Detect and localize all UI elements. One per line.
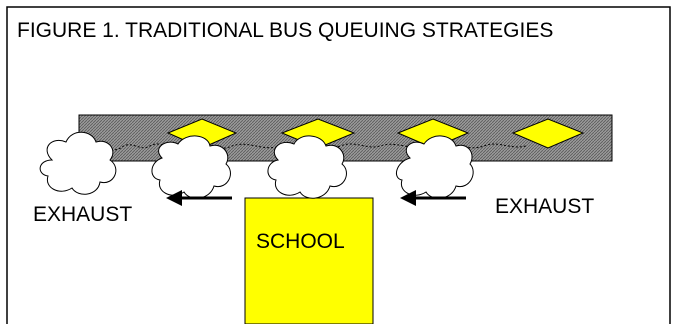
exhaust-cloud-4 — [395, 135, 474, 199]
exhaust-cloud-2 — [151, 135, 231, 199]
bus-4 — [511, 118, 585, 149]
exhaust-cloud-3 — [267, 135, 347, 199]
school-building — [244, 197, 374, 324]
arrow-left-1 — [166, 190, 232, 206]
arrow-left-2 — [400, 190, 466, 206]
figure-frame — [6, 6, 671, 324]
exhaust-label-right: EXHAUST — [495, 195, 595, 218]
school-label: SCHOOL — [256, 230, 345, 253]
exhaust-cloud-1 — [39, 131, 117, 195]
figure-title: FIGURE 1. TRADITIONAL BUS QUEUING STRATE… — [17, 19, 554, 42]
exhaust-label-left: EXHAUST — [33, 203, 133, 226]
